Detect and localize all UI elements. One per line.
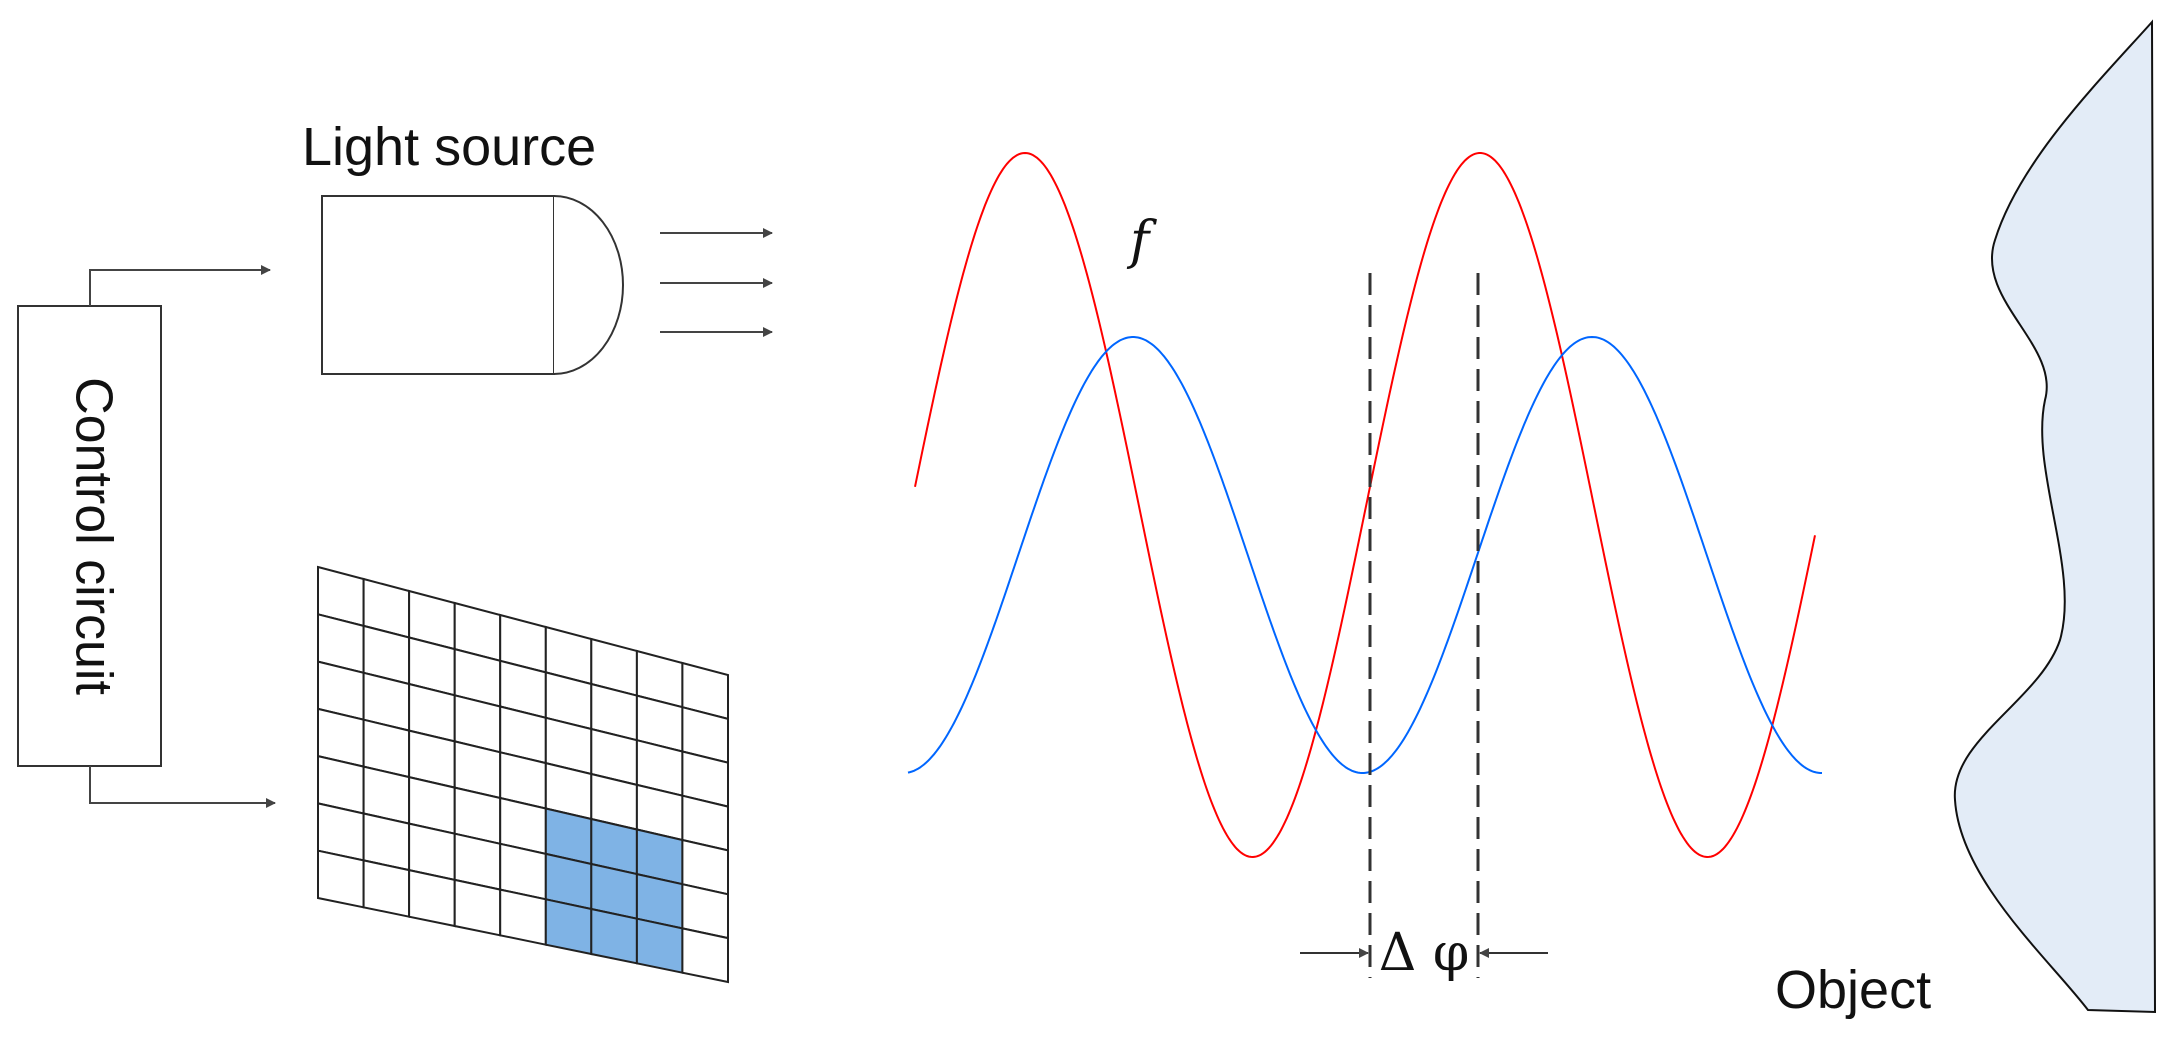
sensor-pixel bbox=[317, 849, 365, 909]
light-source-body bbox=[321, 195, 555, 375]
sensor-pixel bbox=[362, 859, 411, 918]
sensor-pixel bbox=[408, 868, 456, 928]
object-surface bbox=[1953, 19, 2157, 1014]
received-wave bbox=[907, 335, 1822, 774]
control-connectors bbox=[89, 265, 276, 808]
object-label: Object bbox=[1775, 960, 1931, 1020]
phase-difference: Δ φ bbox=[1300, 273, 1548, 983]
light-source-label: Light source bbox=[302, 117, 596, 177]
frequency-label: f bbox=[1126, 211, 1157, 271]
object-label-background bbox=[1770, 955, 2010, 1015]
light-source: Light source bbox=[302, 117, 773, 375]
sensor-pixel bbox=[681, 927, 729, 984]
phase-delta-label: Δ φ bbox=[1379, 923, 1470, 983]
light-source-lens bbox=[553, 195, 624, 375]
emitted-wave bbox=[914, 151, 1816, 859]
sensor-grid bbox=[317, 565, 729, 984]
connector-to-light-source bbox=[89, 265, 271, 306]
object: Object bbox=[1770, 19, 2157, 1020]
control-circuit: Control circuit bbox=[17, 305, 162, 767]
sensor-pixel bbox=[499, 888, 547, 946]
waves: f bbox=[907, 151, 1822, 859]
control-circuit-box bbox=[17, 305, 162, 767]
control-circuit-label: Control circuit bbox=[64, 377, 122, 695]
connector-to-sensor bbox=[89, 766, 276, 808]
sensor-pixel-active bbox=[635, 917, 684, 974]
sensor-pixel bbox=[453, 878, 502, 937]
sensor-pixel-active bbox=[590, 907, 638, 965]
sensor-pixel-active bbox=[544, 898, 593, 956]
